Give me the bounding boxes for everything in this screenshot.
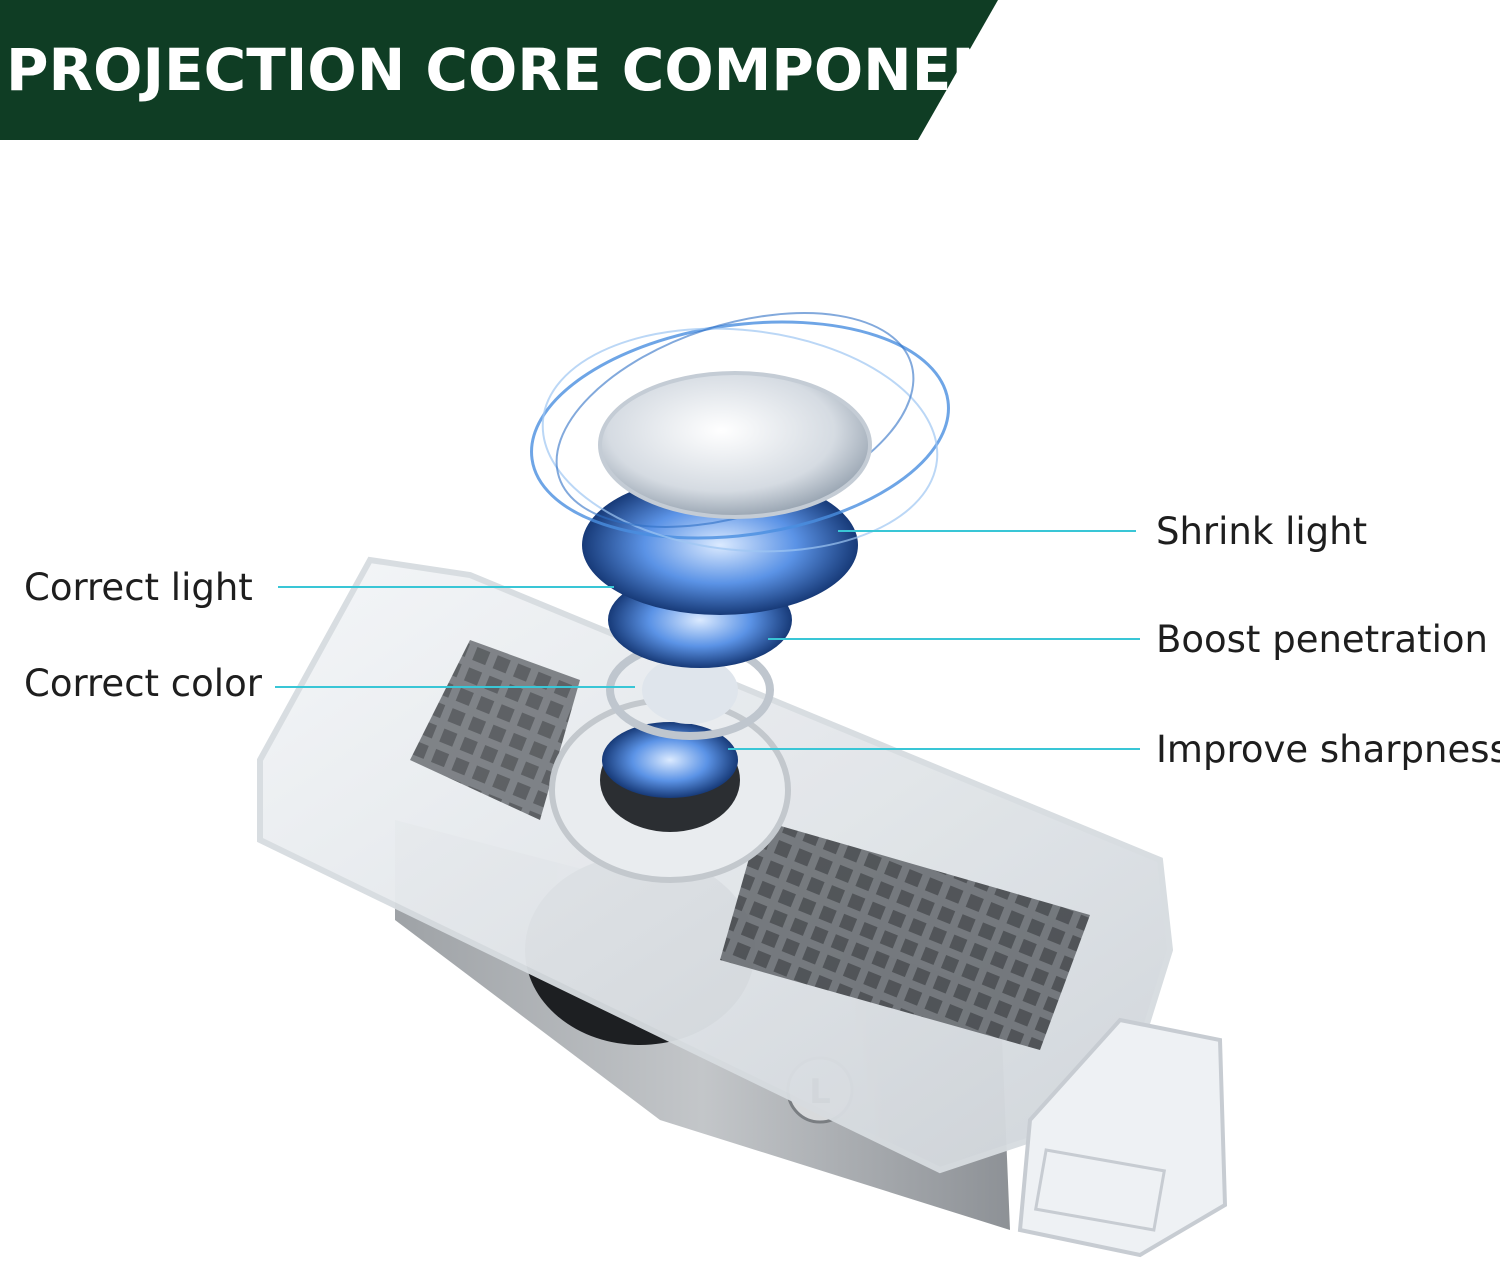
lens-element-3 <box>642 656 738 724</box>
leader-improve-sharpness <box>728 748 1140 750</box>
leader-correct-light <box>278 586 614 588</box>
label-correct-color: Correct color <box>24 662 262 705</box>
leader-correct-color <box>275 686 635 688</box>
label-improve-sharpness: Improve sharpness <box>1156 728 1500 771</box>
leader-boost-penetration <box>768 638 1140 640</box>
grid-insert-right <box>720 820 1090 1050</box>
leader-shrink-light <box>838 530 1136 532</box>
top-lens <box>598 371 872 519</box>
label-boost-penetration: Boost penetration <box>1156 618 1488 661</box>
label-correct-light: Correct light <box>24 566 253 609</box>
banner-background <box>0 0 998 140</box>
label-shrink-light: Shrink light <box>1156 510 1368 553</box>
lens-element-4 <box>602 722 738 798</box>
header-banner: PROJECTION CORE COMPONENTS <box>0 0 1081 140</box>
connector <box>1017 1017 1228 1258</box>
banner-title: PROJECTION CORE COMPONENTS <box>6 36 1082 104</box>
grid-insert-left <box>410 640 580 820</box>
